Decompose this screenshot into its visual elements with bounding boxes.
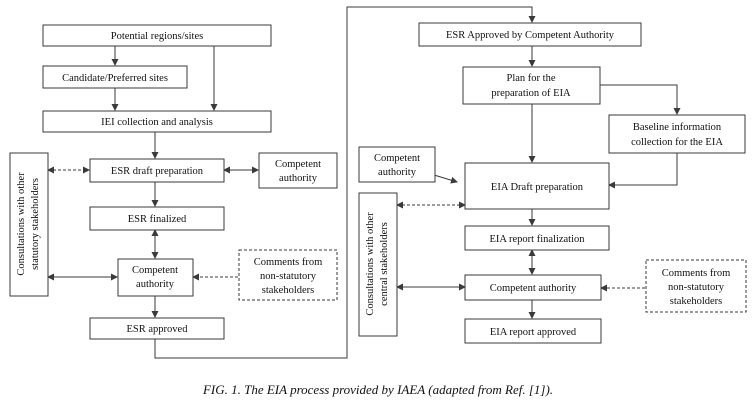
- node-competent-authority-left-side-line-1: Competent: [275, 159, 321, 170]
- node-comments-left-line-3: stakeholders: [262, 285, 315, 296]
- node-comments-left: Comments from non-statutory stakeholders: [238, 249, 338, 301]
- node-eia-approved-line-1: EIA report approved: [490, 327, 577, 338]
- node-esr-draft: ESR draft preparation: [89, 158, 225, 183]
- node-competent-authority-left: Competent authority: [117, 258, 194, 297]
- node-consult-statutory-line-2: statutory stakeholders: [30, 178, 41, 270]
- edge-plan-to-baseline: [600, 84, 681, 115]
- node-consult-central-line-1: Consultations with other: [365, 212, 376, 316]
- node-potential-sites: Potential regions/sites: [42, 24, 272, 47]
- node-eia-approved: EIA report approved: [464, 318, 602, 344]
- node-competent-authority-right-side-line-2: authority: [378, 167, 417, 178]
- node-competent-authority-left-line-1: Competent: [132, 265, 178, 276]
- node-eia-finalization-line-1: EIA report finalization: [489, 234, 585, 245]
- node-baseline-line-2: collection for the EIA: [631, 137, 723, 148]
- node-baseline: Baseline information collection for the …: [608, 114, 746, 154]
- node-esr-finalized-line-1: ESR finalized: [128, 214, 187, 225]
- edge-baseline-to-eia-draft: [608, 153, 678, 189]
- node-candidate-sites-line-1: Candidate/Preferred sites: [62, 73, 168, 84]
- node-comments-right: Comments from non-statutory stakeholders: [645, 259, 747, 313]
- node-competent-authority-left-side-line-2: authority: [279, 173, 318, 184]
- node-iei-collection-line-1: IEI collection and analysis: [101, 117, 213, 128]
- node-iei-collection: IEI collection and analysis: [42, 110, 272, 133]
- edge-esr-approved-to-right-column: [154, 6, 536, 359]
- node-comments-left-line-1: Comments from: [254, 257, 323, 268]
- node-eia-draft-line-1: EIA Draft preparation: [491, 182, 584, 193]
- node-esr-finalized: ESR finalized: [89, 206, 225, 231]
- node-plan-eia: Plan for the preparation of EIA: [462, 66, 601, 105]
- edges: [47, 6, 681, 359]
- node-esr-draft-line-1: ESR draft preparation: [111, 166, 204, 177]
- node-comments-left-line-2: non-statutory: [260, 271, 317, 282]
- node-potential-sites-line-1: Potential regions/sites: [111, 31, 203, 42]
- node-esr-approved-ca: ESR Approved by Competent Authority: [418, 22, 642, 47]
- node-competent-authority-right: Competent authority: [464, 274, 602, 301]
- node-esr-approved-line-1: ESR approved: [127, 324, 189, 335]
- node-esr-approved-ca-line-1: ESR Approved by Competent Authority: [446, 30, 615, 41]
- node-plan-eia-line-2: preparation of EIA: [491, 88, 571, 99]
- node-consult-central-line-2: central stakeholders: [379, 222, 390, 306]
- figure-caption: FIG. 1. The EIA process provided by IAEA…: [202, 382, 554, 397]
- node-competent-authority-left-line-2: authority: [136, 279, 175, 290]
- node-comments-right-line-2: non-statutory: [668, 282, 725, 293]
- node-competent-authority-left-side: Competent authority: [258, 152, 338, 189]
- node-consult-central: Consultations with other central stakeho…: [358, 192, 398, 337]
- node-plan-eia-line-1: Plan for the: [507, 73, 556, 84]
- node-baseline-line-1: Baseline information: [633, 122, 722, 133]
- node-comments-right-line-3: stakeholders: [670, 296, 723, 307]
- node-candidate-sites: Candidate/Preferred sites: [42, 65, 188, 89]
- node-competent-authority-right-side: Competent authority: [358, 146, 436, 183]
- node-consult-statutory: Consultations with other statutory stake…: [9, 152, 49, 297]
- node-consult-statutory-line-1: Consultations with other: [16, 172, 27, 276]
- node-esr-approved: ESR approved: [89, 317, 225, 340]
- node-competent-authority-right-line-1: Competent authority: [490, 283, 577, 294]
- node-competent-authority-right-side-line-1: Competent: [374, 153, 420, 164]
- node-comments-right-line-1: Comments from: [662, 268, 731, 279]
- node-eia-finalization: EIA report finalization: [464, 225, 610, 251]
- node-eia-draft: EIA Draft preparation: [464, 162, 610, 210]
